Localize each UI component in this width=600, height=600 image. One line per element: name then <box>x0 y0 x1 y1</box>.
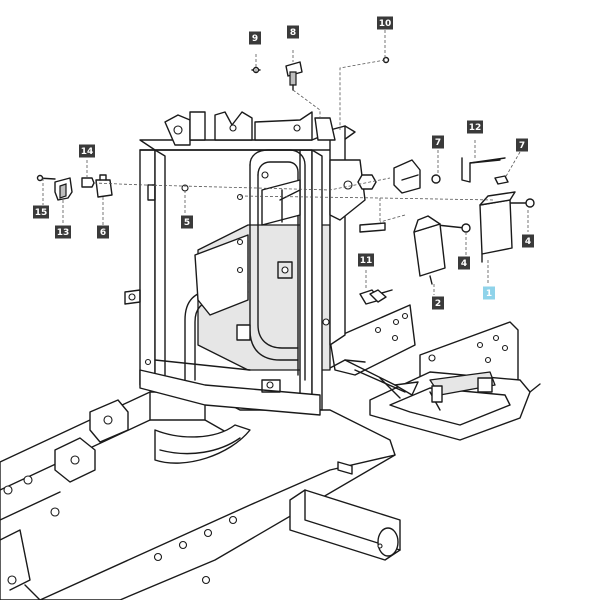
callout-number: 1 <box>486 289 492 299</box>
callout-box <box>483 286 495 300</box>
callout-box <box>432 296 444 310</box>
callout-number: 4 <box>525 237 531 247</box>
callout-box <box>458 256 470 270</box>
callout-number: 2 <box>435 299 441 309</box>
callout-number: 7 <box>435 138 441 148</box>
callout-box <box>79 144 95 158</box>
callout-13: 13 <box>55 225 71 239</box>
callout-5: 5 <box>181 215 193 229</box>
callout-number: 8 <box>290 28 296 38</box>
callout-8: 8 <box>287 25 299 39</box>
callout-box <box>287 25 299 39</box>
callout-number: 4 <box>461 259 467 269</box>
callout-box <box>181 215 193 229</box>
callout-number: 5 <box>184 218 190 228</box>
chassis-frame <box>0 391 401 600</box>
callout-number: 13 <box>57 228 70 238</box>
callout-box <box>516 138 528 152</box>
callout-box <box>55 225 71 239</box>
callout-12: 12 <box>467 120 483 134</box>
seat-support-frame <box>124 111 377 416</box>
callout-4: 4 <box>522 234 534 248</box>
callout-box <box>358 253 374 267</box>
callout-15: 15 <box>33 205 49 219</box>
callout-box <box>522 234 534 248</box>
callout-number: 7 <box>519 141 525 151</box>
callout-4: 4 <box>458 256 470 270</box>
callout-number: 15 <box>35 208 48 218</box>
callout-box <box>33 205 49 219</box>
callout-number: 12 <box>469 123 482 133</box>
callout-14: 14 <box>79 144 95 158</box>
callout-10: 10 <box>377 16 393 30</box>
callout-box <box>377 16 393 30</box>
callout-11: 11 <box>358 253 374 267</box>
callout-number: 14 <box>81 147 94 157</box>
hardware-parts <box>36 56 535 305</box>
callout-number: 6 <box>100 228 106 238</box>
rear-hitch-frame <box>329 304 541 441</box>
callout-box <box>97 225 109 239</box>
callout-6: 6 <box>97 225 109 239</box>
callout-1: 1 <box>483 286 495 300</box>
callout-9: 9 <box>249 31 261 45</box>
callout-box <box>467 120 483 134</box>
callout-2: 2 <box>432 296 444 310</box>
callout-number: 10 <box>379 19 392 29</box>
callout-7: 7 <box>516 138 528 152</box>
callout-box <box>432 135 444 149</box>
callout-number: 11 <box>360 256 373 266</box>
callout-7: 7 <box>432 135 444 149</box>
callout-box <box>249 31 261 45</box>
leader-lines <box>42 30 529 295</box>
callout-number: 9 <box>252 34 258 44</box>
